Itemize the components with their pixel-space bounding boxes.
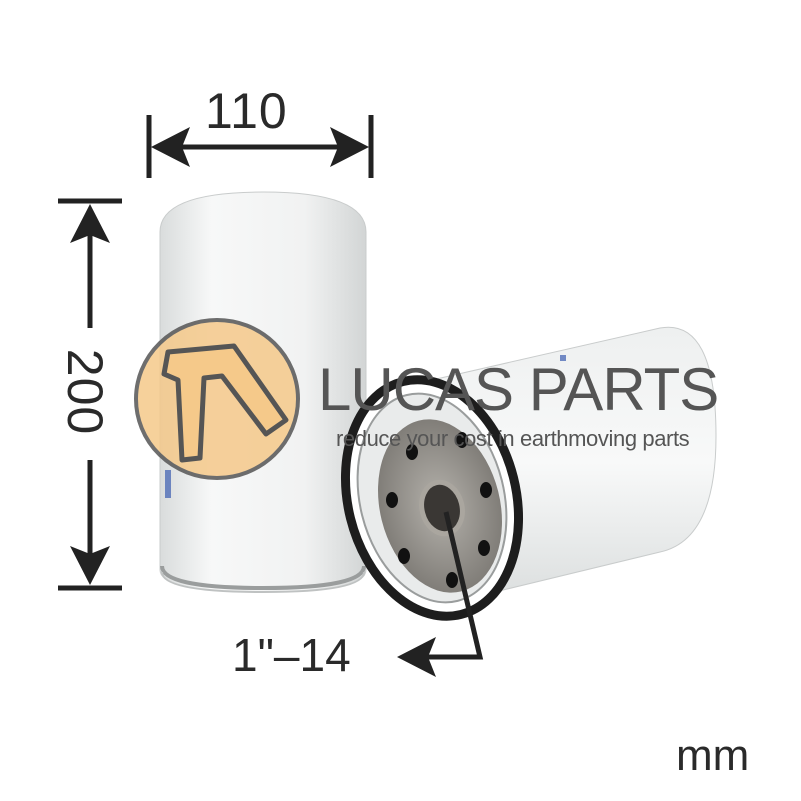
width-label: 110 <box>205 83 288 139</box>
watermark-brand: LUCAS PARTS <box>318 356 719 423</box>
filter-lying <box>340 326 717 621</box>
gasket <box>340 375 524 621</box>
height-label: 200 <box>57 348 113 436</box>
unit-label: mm <box>676 731 750 780</box>
lucas-parts-logo-icon <box>134 318 300 480</box>
height-dimension-arrow <box>58 198 122 591</box>
thread-label: 1"–14 <box>232 629 351 681</box>
watermark-tagline: reduce your cost in earthmoving parts <box>336 426 690 451</box>
thread-callout-arrow <box>397 511 484 677</box>
width-dimension-arrow <box>146 115 374 178</box>
thread-hole <box>419 479 465 537</box>
